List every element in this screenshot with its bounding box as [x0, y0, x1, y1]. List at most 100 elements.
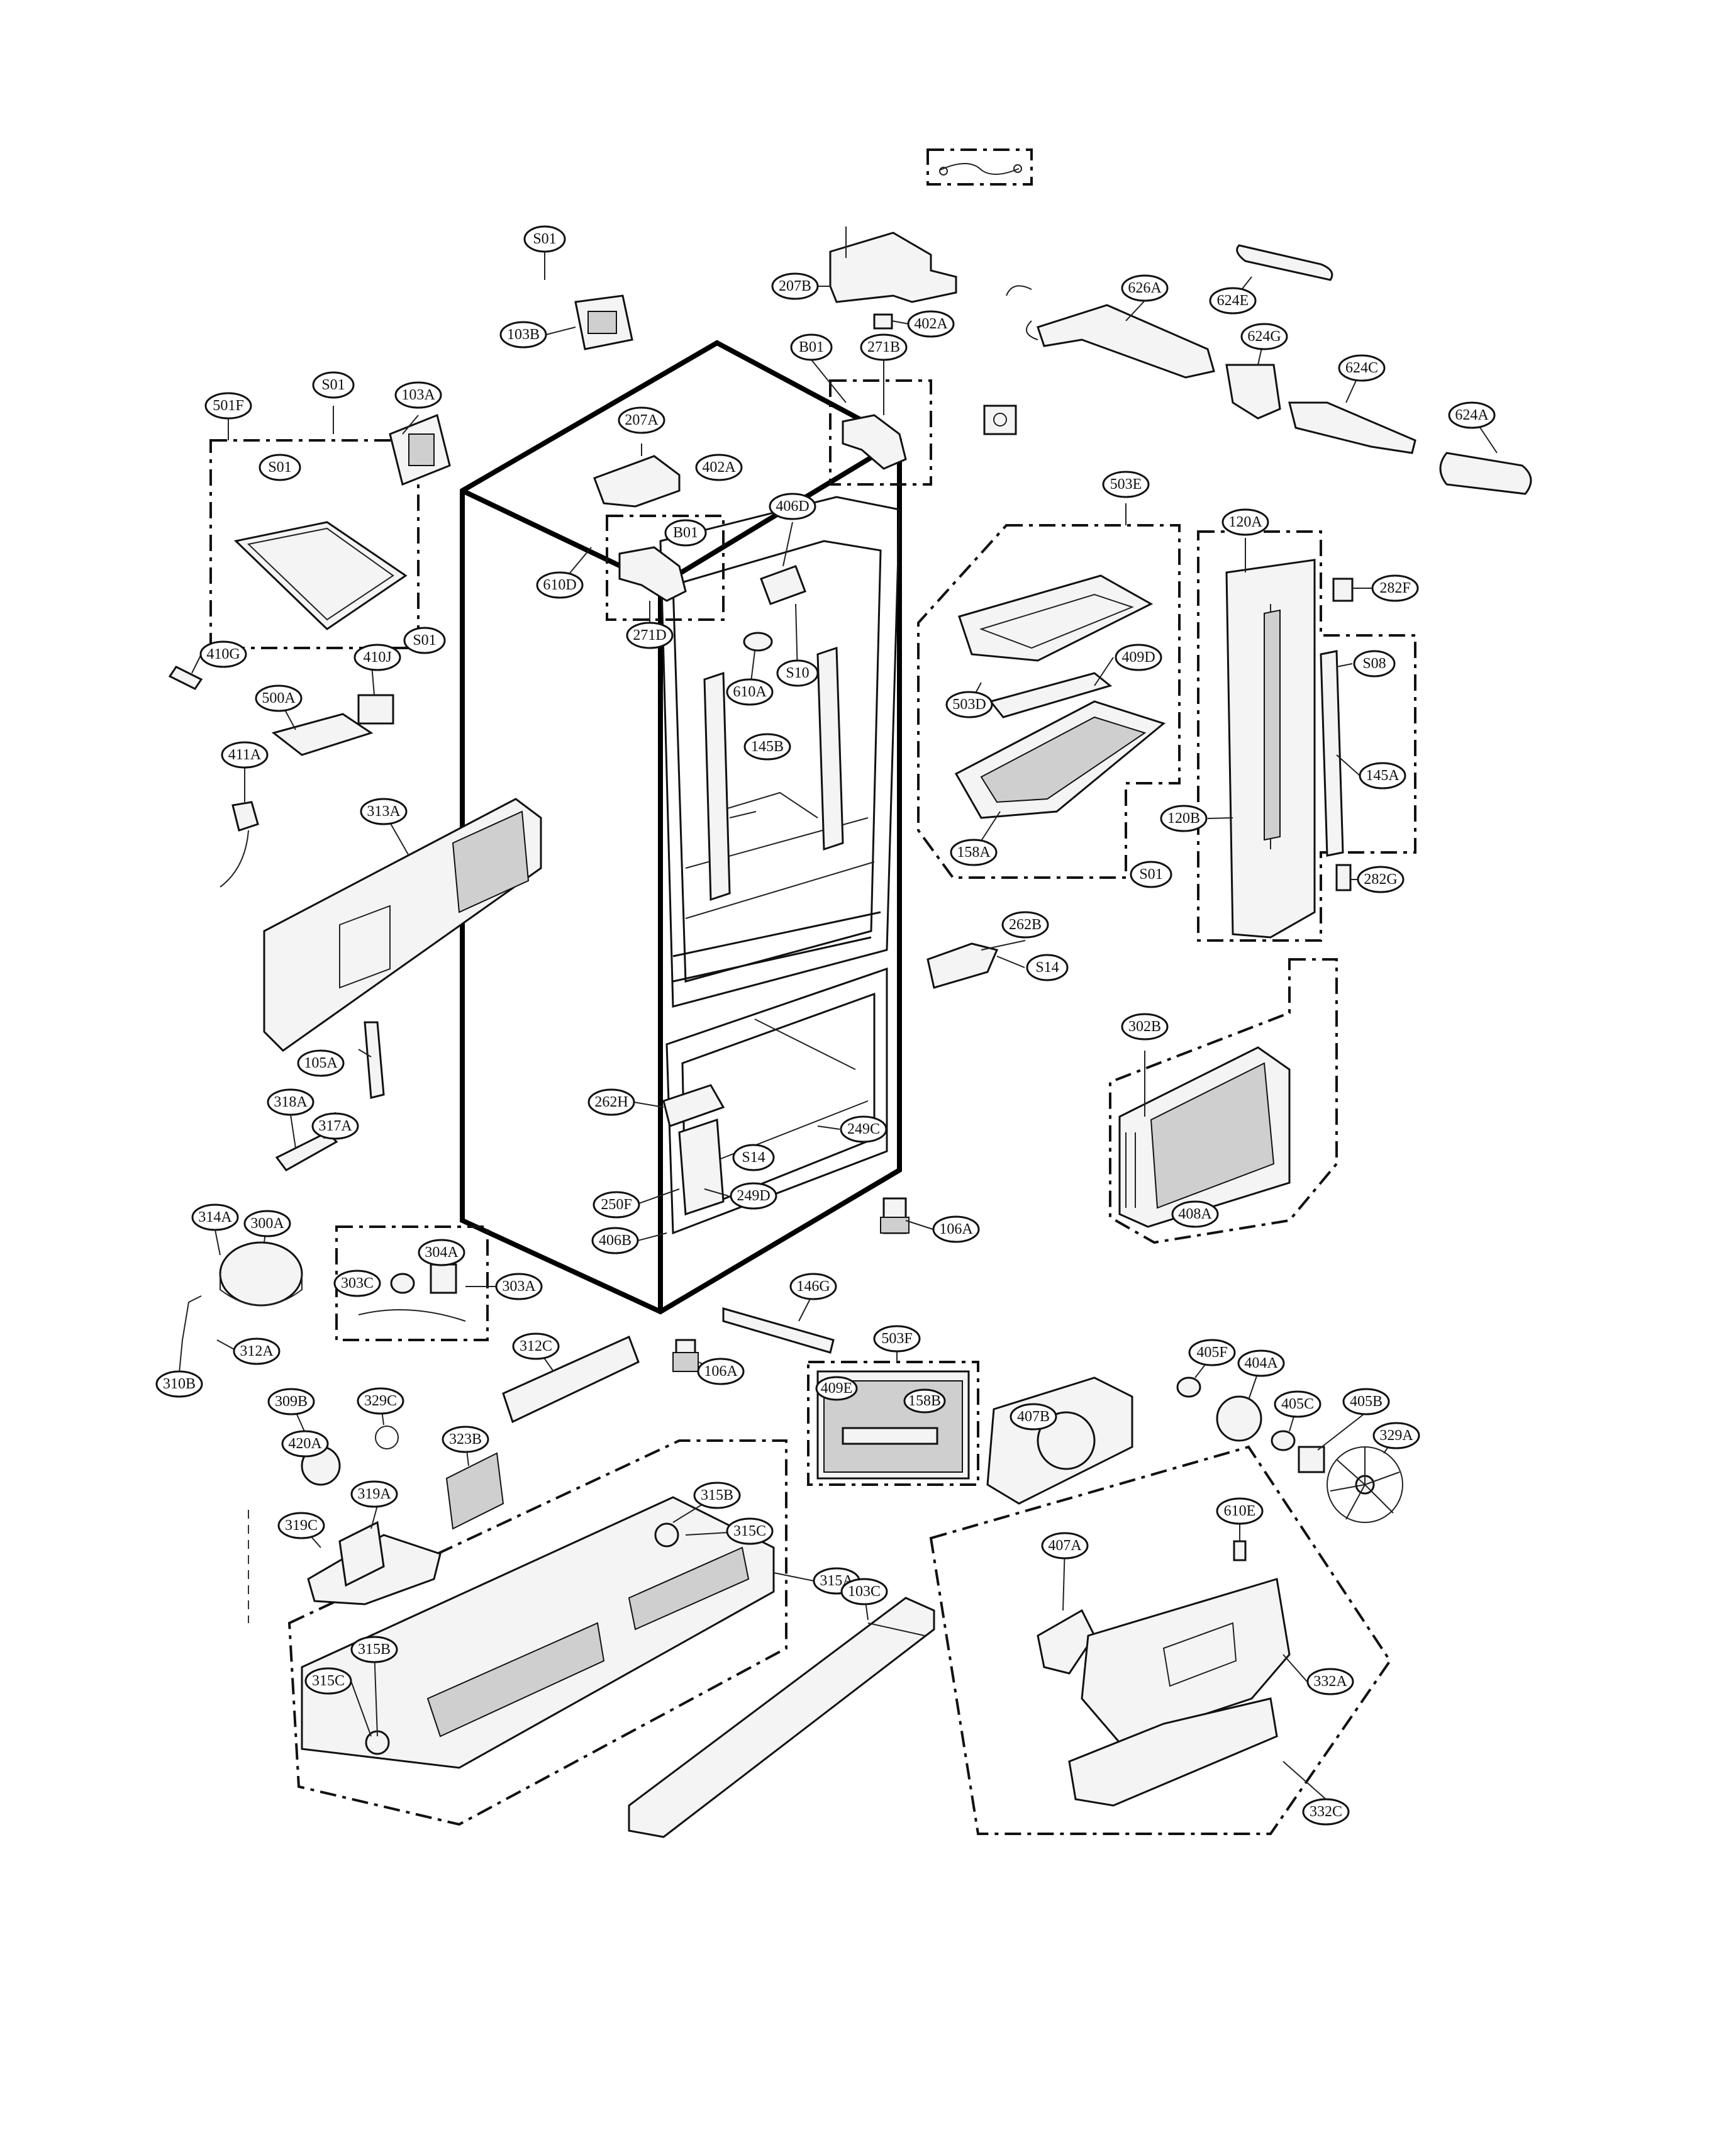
part-409D-gasket: [989, 672, 1113, 718]
callout-409D: 409D: [1115, 644, 1162, 671]
part-315A-base: [301, 1496, 775, 1769]
callout-103A: 103A: [394, 381, 442, 409]
callout-S10: S10: [776, 659, 819, 687]
callout-310B: 310B: [155, 1370, 203, 1398]
svg-text:315C: 315C: [312, 1673, 345, 1689]
svg-text:105A: 105A: [304, 1055, 338, 1071]
svg-text:610E: 610E: [1224, 1503, 1256, 1519]
part-318A-valve: [275, 1131, 338, 1171]
svg-text:207B: 207B: [779, 278, 811, 294]
callout-249D: 249D: [730, 1182, 777, 1210]
part-500A-board: [271, 713, 374, 756]
part-624A-cylinder: [1439, 452, 1532, 495]
part-262B-hinge: [926, 942, 999, 989]
svg-text:158B: 158B: [908, 1393, 941, 1409]
part-411A-plug: [220, 801, 259, 888]
callout-406B: 406B: [591, 1227, 639, 1254]
part-312C-cover: [502, 1335, 640, 1424]
part-313A-panel: [263, 798, 542, 1052]
callout-145B: 145B: [743, 733, 791, 761]
svg-text:120B: 120B: [1167, 810, 1200, 827]
callout-302B: 302B: [1121, 1013, 1169, 1041]
callout-300A: 300A: [243, 1210, 291, 1237]
callout-405B: 405B: [1342, 1388, 1390, 1415]
callout-158A: 158A: [950, 839, 998, 866]
callout-103B: 103B: [499, 321, 547, 349]
part-103B-vent: [574, 294, 633, 350]
svg-text:312A: 312A: [240, 1343, 274, 1359]
callout-409E: 409E: [815, 1376, 858, 1401]
callout-158B: 158B: [903, 1388, 946, 1414]
callout-106A: 106A: [932, 1215, 980, 1243]
svg-text:B01: B01: [673, 525, 698, 541]
part-408A-evaporator: [1118, 1046, 1291, 1228]
callout-404A: 404A: [1237, 1349, 1285, 1377]
callout-S08: S08: [1353, 650, 1396, 678]
callout-106A: 106A: [697, 1358, 745, 1385]
callout-410G: 410G: [199, 640, 247, 668]
part-303C-cap: [390, 1273, 415, 1294]
svg-text:146G: 146G: [796, 1278, 830, 1295]
svg-text:303A: 303A: [502, 1278, 536, 1295]
callout-500A: 500A: [255, 684, 303, 712]
svg-text:315B: 315B: [358, 1641, 391, 1658]
callout-315B: 315B: [693, 1482, 741, 1509]
part-300A-compressor: [219, 1241, 303, 1307]
svg-text:402A: 402A: [702, 459, 736, 476]
svg-text:411A: 411A: [228, 747, 262, 763]
part-282F-clip: [1332, 578, 1354, 602]
svg-text:249C: 249C: [847, 1121, 880, 1137]
part-323B-condenser: [445, 1452, 504, 1530]
svg-text:S08: S08: [1362, 656, 1386, 672]
part-626A-arm: [1006, 285, 1215, 379]
callout-318A: 318A: [267, 1088, 314, 1116]
callout-262H: 262H: [587, 1088, 635, 1116]
svg-text:249D: 249D: [737, 1188, 770, 1204]
callout-271B: 271B: [860, 333, 908, 361]
part-105A-tube: [364, 1021, 385, 1099]
callout-146G: 146G: [789, 1273, 837, 1300]
svg-text:250F: 250F: [601, 1197, 632, 1213]
callout-626A: 626A: [1121, 274, 1169, 302]
part-407A-motor-assy: [1037, 1609, 1096, 1675]
callout-207B: 207B: [771, 272, 819, 300]
svg-text:106A: 106A: [939, 1221, 973, 1237]
svg-text:408A: 408A: [1178, 1206, 1212, 1222]
callout-332C: 332C: [1302, 1798, 1350, 1826]
part-wire-connector: [939, 163, 1022, 176]
part-319A-tray: [307, 1521, 442, 1605]
part-304A-relay: [430, 1263, 457, 1294]
part-310B-pipe: [182, 1295, 202, 1341]
svg-text:329C: 329C: [364, 1393, 397, 1409]
svg-text:145B: 145B: [751, 739, 784, 755]
svg-text:610A: 610A: [733, 684, 767, 700]
svg-text:S01: S01: [533, 231, 556, 247]
part-624G-bracket: [1225, 364, 1281, 420]
callout-271D: 271D: [626, 622, 674, 649]
svg-text:S14: S14: [742, 1149, 765, 1166]
callout-624G: 624G: [1240, 323, 1288, 350]
callout-503F: 503F: [873, 1325, 921, 1353]
callout-309B: 309B: [267, 1388, 315, 1415]
callout-S01: S01: [523, 225, 566, 253]
part-410J-block: [357, 694, 394, 725]
callout-315C: 315C: [726, 1517, 774, 1545]
part-120A-duct: [1225, 559, 1316, 939]
svg-text:626A: 626A: [1128, 280, 1162, 296]
part-158A-bin: [954, 700, 1166, 819]
svg-text:319C: 319C: [285, 1517, 318, 1534]
callout-312C: 312C: [512, 1332, 560, 1360]
callout-304A: 304A: [418, 1239, 465, 1266]
svg-text:S10: S10: [786, 665, 809, 681]
part-103C-grille: [628, 1597, 935, 1838]
part-sensor-square: [983, 405, 1017, 435]
svg-text:145A: 145A: [1366, 767, 1399, 784]
part-146G-bar: [722, 1307, 835, 1354]
callout-315B: 315B: [350, 1636, 398, 1663]
part-207B-cover: [829, 226, 957, 303]
part-624E-cylinder: [1236, 244, 1333, 281]
svg-text:303C: 303C: [341, 1275, 374, 1292]
callout-624C: 624C: [1338, 354, 1386, 382]
callout-329C: 329C: [357, 1387, 404, 1415]
svg-text:300A: 300A: [250, 1215, 284, 1232]
